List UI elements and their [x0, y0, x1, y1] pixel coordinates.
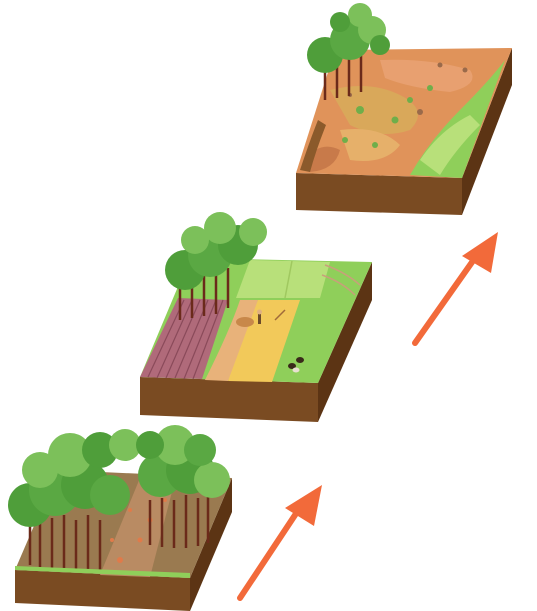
degraded-land-block — [296, 3, 512, 215]
farmland-block — [140, 212, 372, 422]
degraded-block-front-face — [296, 173, 462, 215]
arrow-forest-to-farmland — [240, 485, 322, 598]
farmland-upper-field — [236, 260, 330, 298]
forest-block — [8, 425, 232, 611]
arrow-farmland-to-degraded — [415, 232, 498, 343]
farmland-block-front-face — [140, 377, 318, 422]
